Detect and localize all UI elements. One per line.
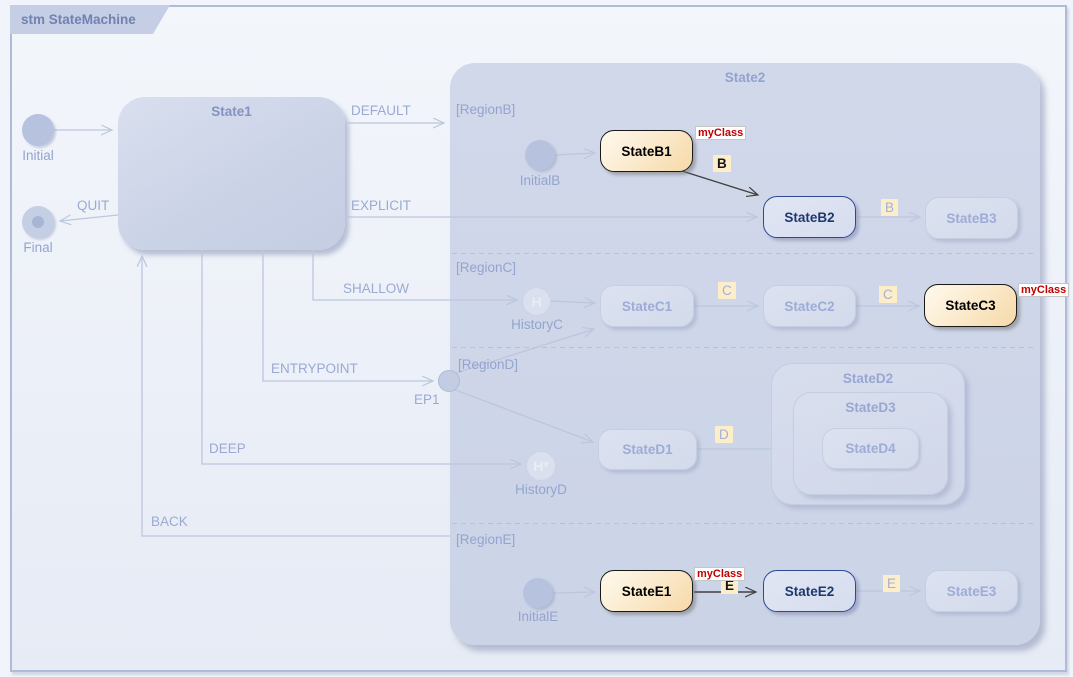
historyc-label: HistoryC	[511, 317, 563, 332]
region-label-d: [RegionD]	[458, 357, 519, 372]
transition-quit[interactable]	[60, 214, 119, 221]
state-statec2[interactable]: StateC2	[763, 285, 856, 327]
state-statee3[interactable]: StateE3	[925, 570, 1018, 612]
stereotype-stateb1: myClass	[695, 126, 747, 140]
state-stated3[interactable]: StateD3	[793, 392, 948, 495]
region-label-b: [RegionB]	[456, 102, 516, 117]
event-label-b-faded: B	[881, 199, 899, 216]
diagram-title: stm StateMachine	[21, 12, 136, 27]
state-stateb3[interactable]: StateB3	[925, 197, 1018, 239]
transition-label-deep: DEEP	[209, 441, 246, 456]
transition-shallow[interactable]	[312, 250, 517, 300]
ep1-node[interactable]	[438, 370, 460, 392]
transition-entrypoint[interactable]	[262, 250, 433, 381]
event-label-e-faded: E	[883, 575, 901, 592]
stated4-label: StateD4	[845, 441, 896, 456]
event-label-d: D	[715, 426, 733, 443]
stated1-label: StateD1	[622, 442, 673, 457]
event-label-e-dark: E	[721, 577, 739, 594]
transition-initialb-to-stateb1[interactable]	[554, 153, 595, 155]
state-state1[interactable]: State1	[118, 97, 345, 250]
stateb1-label: StateB1	[621, 143, 672, 159]
state-statec1[interactable]: StateC1	[600, 285, 694, 327]
transition-label-default: DEFAULT	[351, 103, 411, 118]
event-label-c-left: C	[718, 282, 736, 299]
transition-stateb1-to-stateb2[interactable]	[681, 170, 758, 195]
initial-node-label: Initial	[22, 148, 54, 163]
state-stated4[interactable]: StateD4	[822, 428, 919, 469]
ep1-label: EP1	[414, 392, 440, 407]
initiale-node[interactable]	[523, 578, 553, 608]
statee1-label: StateE1	[621, 583, 672, 599]
transition-label-back: BACK	[151, 514, 188, 529]
stateb3-label: StateB3	[946, 210, 997, 226]
initialb-label: InitialB	[519, 173, 561, 188]
transition-ep1-to-statec1[interactable]	[452, 329, 594, 375]
transition-label-quit: QUIT	[77, 198, 110, 213]
initiale-label: InitialE	[517, 609, 559, 624]
stated3-label: StateD3	[845, 400, 896, 415]
state-stateb2[interactable]: StateB2	[763, 196, 856, 238]
state-statec3[interactable]: StateC3	[924, 284, 1017, 327]
transition-initiale-to-statee1[interactable]	[552, 592, 595, 593]
region-label-e: [RegionE]	[456, 532, 516, 547]
initialb-node[interactable]	[525, 140, 555, 170]
transition-back[interactable]	[142, 256, 450, 537]
transition-label-explicit: EXPLICIT	[351, 198, 412, 213]
stereotype-statec3: myClass	[1018, 283, 1070, 297]
state2-title: State2	[724, 70, 766, 85]
historyc-glyph: H	[531, 293, 542, 310]
transition-deep[interactable]	[201, 250, 521, 464]
state-stateb1[interactable]: StateB1	[600, 130, 693, 172]
final-node-dot	[32, 216, 44, 228]
final-node-label: Final	[23, 240, 53, 255]
statee3-label: StateE3	[946, 583, 997, 599]
state-stated1[interactable]: StateD1	[598, 429, 697, 470]
stateb2-label: StateB2	[784, 209, 835, 225]
state-statee2[interactable]: StateE2	[763, 570, 856, 612]
historyd-glyph: H*	[533, 458, 549, 474]
event-label-b-dark: B	[713, 155, 731, 172]
state1-title: State1	[211, 104, 252, 119]
event-label-c-right: C	[879, 286, 897, 303]
statec1-label: StateC1	[621, 298, 673, 314]
transition-historyc-to-statec1[interactable]	[550, 301, 595, 303]
historyc-node[interactable]: H	[522, 287, 551, 316]
transition-label-entrypoint: ENTRYPOINT	[271, 361, 358, 376]
transition-label-shallow: SHALLOW	[343, 281, 410, 296]
stereotype-statee1: myClass	[694, 567, 746, 581]
statec2-label: StateC2	[784, 298, 835, 314]
diagram-frame-tab: stm StateMachine	[10, 5, 170, 34]
statee2-label: StateE2	[784, 583, 835, 599]
region-label-c: [RegionC]	[456, 260, 517, 275]
historyd-node[interactable]: H*	[526, 451, 556, 481]
statec3-label: StateC3	[945, 298, 996, 313]
stated2-label: StateD2	[842, 371, 894, 386]
state-statee1[interactable]: StateE1	[600, 570, 693, 612]
transition-ep1-to-stated1[interactable]	[452, 388, 593, 442]
historyd-label: HistoryD	[515, 482, 567, 497]
initial-node[interactable]	[22, 114, 54, 146]
